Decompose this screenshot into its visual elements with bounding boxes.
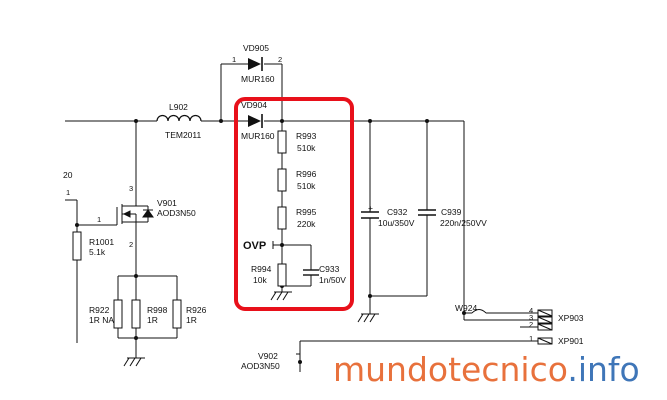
resistor-r995 bbox=[277, 206, 287, 230]
r993-value: 510k bbox=[297, 143, 316, 153]
l902-ref: L902 bbox=[169, 102, 188, 112]
ovp-net-label: OVP bbox=[243, 240, 266, 252]
v901-ref: V901 bbox=[157, 198, 177, 208]
xp903-ref: XP903 bbox=[558, 313, 584, 323]
resistor-r998 bbox=[131, 299, 141, 329]
vd905-pin2: 2 bbox=[278, 55, 282, 64]
c933-value: 1n/50V bbox=[319, 275, 346, 285]
r998-ref: R998 bbox=[147, 305, 168, 315]
resistor-r996 bbox=[277, 168, 287, 192]
v901-part: AOD3N50 bbox=[157, 208, 196, 218]
resistor-r994 bbox=[277, 263, 287, 287]
r996-value: 510k bbox=[297, 181, 316, 191]
r1001-value: 5.1k bbox=[89, 247, 106, 257]
capacitor-c932 bbox=[361, 211, 379, 219]
ground-symbol-c932 bbox=[357, 313, 379, 323]
connector-pin-4: 4 bbox=[529, 306, 533, 315]
r926-ref: R926 bbox=[186, 305, 207, 315]
vd905-pin1: 1 bbox=[232, 55, 236, 64]
r994-ref: R994 bbox=[251, 264, 272, 274]
resistor-r926 bbox=[172, 299, 182, 329]
mosfet-v902-stub bbox=[296, 353, 302, 364]
diode-vd905 bbox=[248, 57, 263, 71]
connector-pin-1: 1 bbox=[529, 334, 533, 343]
l902-part: TEM2011 bbox=[165, 130, 201, 140]
v901-pin2: 2 bbox=[129, 240, 133, 249]
connector-xp903-xp901 bbox=[537, 309, 553, 345]
r996-ref: R996 bbox=[296, 169, 317, 179]
vd905-ref: VD905 bbox=[243, 43, 269, 53]
left-net-label: 20 bbox=[63, 170, 73, 180]
r926-value: 1R bbox=[186, 315, 197, 325]
left-pin-1: 1 bbox=[66, 188, 70, 197]
v901-pin1: 1 bbox=[97, 215, 101, 224]
diode-vd904 bbox=[248, 114, 263, 128]
watermark-main: mundotecnico bbox=[333, 350, 567, 389]
r993-ref: R993 bbox=[296, 131, 317, 141]
r922-ref: R922 bbox=[89, 305, 110, 315]
resistor-r922 bbox=[113, 299, 123, 329]
r922-value: 1R NA bbox=[89, 315, 114, 325]
wires bbox=[65, 63, 538, 372]
c939-ref: C939 bbox=[441, 207, 462, 217]
c939-value: 220n/250VV bbox=[440, 218, 487, 228]
watermark-suffix: .info bbox=[567, 350, 639, 389]
resistor-r1001 bbox=[72, 231, 82, 261]
r995-value: 220k bbox=[297, 219, 316, 229]
c932-ref: C932 bbox=[387, 207, 408, 217]
r995-ref: R995 bbox=[296, 207, 317, 217]
junction-dots bbox=[75, 119, 466, 340]
xp901-ref: XP901 bbox=[558, 336, 584, 346]
v902-part: AOD3N50 bbox=[241, 361, 280, 371]
connector-pin-2: 2 bbox=[529, 320, 533, 329]
vd905-part: MUR160 bbox=[241, 74, 275, 84]
ovp-highlight-box bbox=[234, 97, 354, 311]
r994-value: 10k bbox=[253, 275, 267, 285]
resistor-r993 bbox=[277, 130, 287, 154]
mosfet-v901 bbox=[116, 195, 154, 233]
v902-ref: V902 bbox=[258, 351, 278, 361]
inductor-l902 bbox=[156, 114, 202, 122]
r998-value: 1R bbox=[147, 315, 158, 325]
vd904-part: MUR160 bbox=[241, 131, 275, 141]
w924-ref: W924 bbox=[455, 303, 477, 313]
capacitor-c933 bbox=[303, 269, 319, 276]
ground-symbol-divider bbox=[270, 291, 292, 301]
c933-ref: C933 bbox=[319, 264, 340, 274]
connector-pin-3: 3 bbox=[529, 313, 533, 322]
v901-pin3: 3 bbox=[129, 184, 133, 193]
c932-value: 10u/350V bbox=[378, 218, 415, 228]
r1001-ref: R1001 bbox=[89, 237, 114, 247]
capacitor-c939 bbox=[418, 209, 436, 216]
watermark: mundotecnico.info bbox=[333, 350, 640, 389]
jumper-w924 bbox=[471, 309, 487, 314]
c932-polarity: + bbox=[368, 203, 373, 213]
ground-symbol-v901 bbox=[123, 357, 145, 367]
vd904-ref: VD904 bbox=[241, 100, 267, 110]
